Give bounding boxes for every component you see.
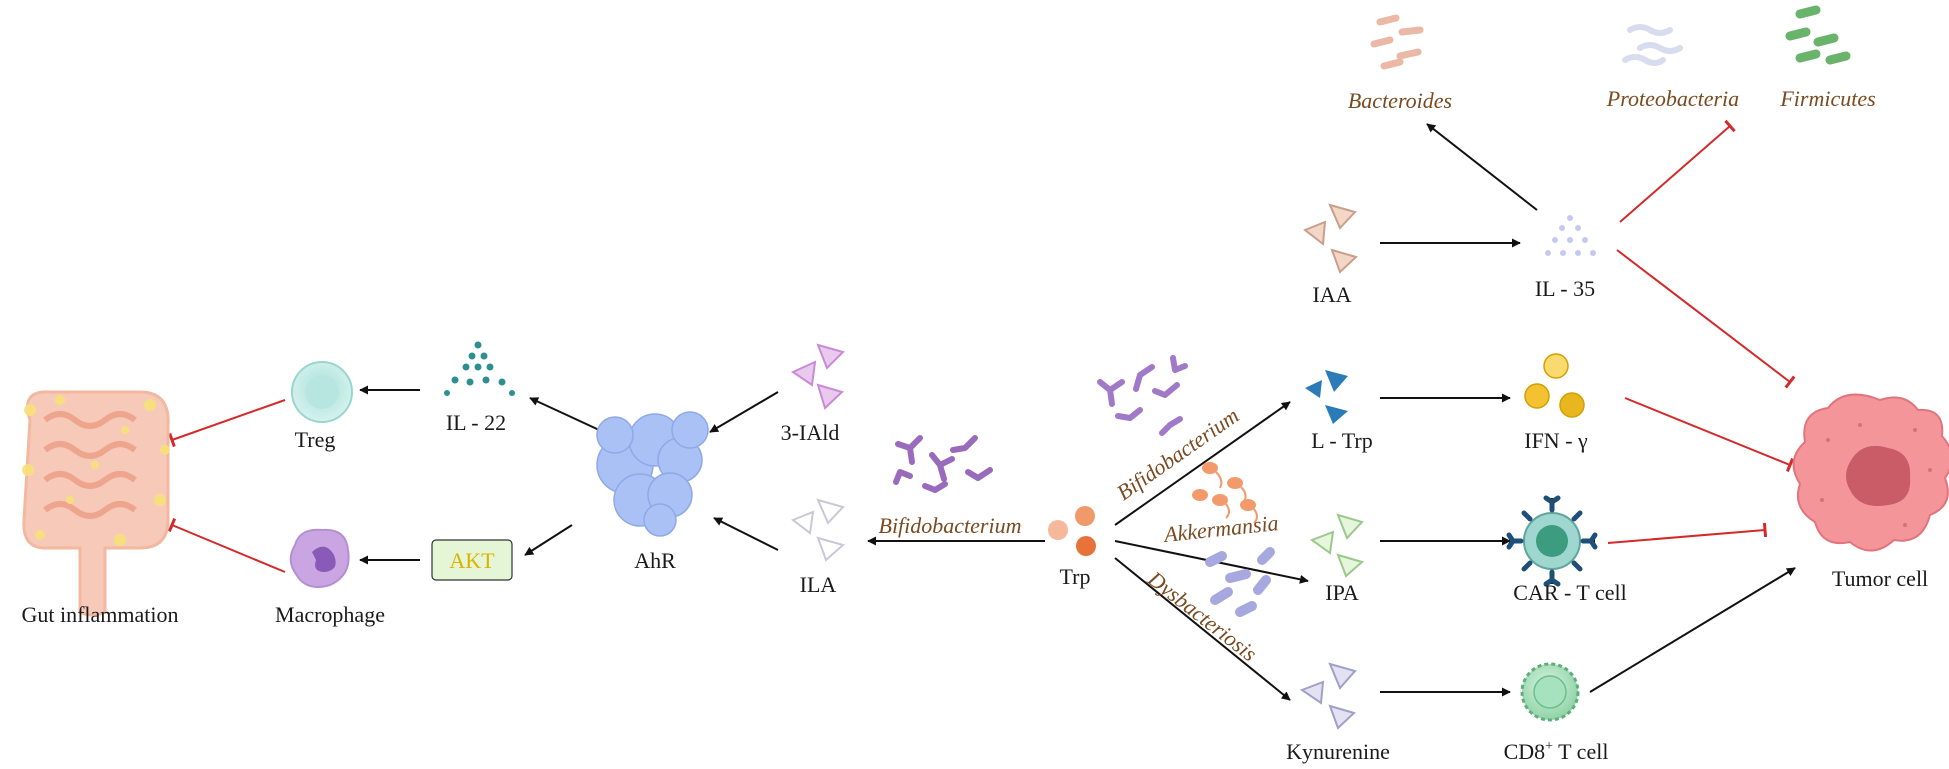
proteobacteria-icon [1622, 24, 1683, 66]
cd8-t-cell-icon [1520, 662, 1580, 722]
inhibit-il35-tumor [1616, 249, 1796, 389]
label-il35: IL - 35 [1535, 276, 1595, 301]
label-ifn-gamma: IFN - γ [1524, 428, 1588, 453]
arrow-cd8-to-tumor [1589, 567, 1796, 693]
arrow-trp-to-kynurenine [1114, 557, 1291, 701]
inhibition-lines [167, 119, 1796, 573]
label-tumor-cell: Tumor cell [1832, 566, 1928, 591]
arrow-il35-to-bacteroides [1426, 123, 1538, 211]
label-iaa: IAA [1312, 282, 1351, 307]
label-akkermansia: Akkermansia [1161, 510, 1280, 547]
firmicutes-icon [1785, 5, 1851, 65]
iaa-molecule-icon [1303, 203, 1358, 274]
label-firmicutes: Firmicutes [1779, 86, 1875, 111]
arrow-ahr-to-il22 [529, 397, 611, 436]
arrow-trp-to-ltrp [1114, 401, 1291, 526]
inhibit-cart-tumor [1607, 522, 1768, 544]
intestine-icon [22, 390, 170, 617]
akkermansia-icon [1192, 462, 1258, 524]
label-kynurenine: Kynurenine [1286, 739, 1390, 764]
label-cd8-t-cell: CD8+ T cell [1504, 739, 1609, 764]
inhibit-ifn-tumor [1624, 397, 1795, 473]
inhibit-macrophage-gut [167, 517, 286, 573]
label-bacteroides: Bacteroides [1348, 88, 1452, 113]
label-proteobacteria: Proteobacteria [1606, 86, 1739, 111]
label-bifidobacterium-left: Bifidobacterium [879, 513, 1022, 538]
il35-particles-icon [1545, 215, 1596, 256]
cd8-rest: T cell [1553, 739, 1608, 764]
arrow-ila-to-ahr [713, 517, 779, 551]
bifidobacterium-upper-icon [1097, 355, 1188, 436]
ifn-gamma-icon [1524, 353, 1585, 418]
ipa-molecule-icon [1309, 513, 1365, 578]
akt-box [431, 539, 513, 581]
inhibit-treg-gut [168, 399, 286, 448]
label-il22: IL - 22 [446, 410, 506, 435]
label-treg: Treg [295, 427, 336, 452]
dysbacteriosis-icon [1205, 547, 1275, 617]
label-dysbacteriosis: Dysbacteriosis [1143, 565, 1262, 666]
label-3-iald: 3-IAld [781, 420, 840, 445]
ahr-protein-icon [596, 411, 709, 537]
tumor-cell-icon [1792, 393, 1949, 552]
label-ltrp: L - Trp [1311, 428, 1373, 453]
label-gut-inflammation: Gut inflammation [21, 602, 178, 627]
ila-molecule-icon [790, 498, 846, 562]
bifidobacterium-left-icon [893, 435, 993, 493]
label-macrophage: Macrophage [275, 602, 385, 627]
iald-molecule-icon [790, 343, 845, 410]
node-labels: Gut inflammation Treg Macrophage IL - 22… [21, 276, 1928, 764]
arrow-ahr-to-akt [524, 524, 573, 556]
cd8-main: CD8 [1504, 739, 1546, 764]
bacteroides-icon [1370, 14, 1424, 70]
treg-cell-icon [291, 361, 353, 423]
label-akt: AKT [449, 548, 495, 573]
arrow-iald-to-ahr [709, 391, 779, 433]
inhibit-il35-firmicutes [1619, 119, 1736, 223]
label-ahr: AhR [634, 548, 676, 573]
il22-particles-icon [444, 341, 515, 396]
trp-molecule-icon [1048, 506, 1096, 556]
label-ipa: IPA [1325, 580, 1359, 605]
bacteria-labels: Bacteroides Proteobacteria Firmicutes Bi… [879, 86, 1876, 666]
ltrp-molecule-icon [1305, 370, 1348, 424]
cd8-superscript: + [1545, 739, 1553, 754]
label-car-t-cell: CAR - T cell [1513, 580, 1626, 605]
label-ila: ILA [800, 572, 837, 597]
macrophage-icon [289, 528, 350, 588]
car-t-cell-icon [1506, 495, 1598, 587]
label-trp: Trp [1060, 564, 1091, 589]
kynurenine-molecule-icon [1299, 662, 1357, 730]
